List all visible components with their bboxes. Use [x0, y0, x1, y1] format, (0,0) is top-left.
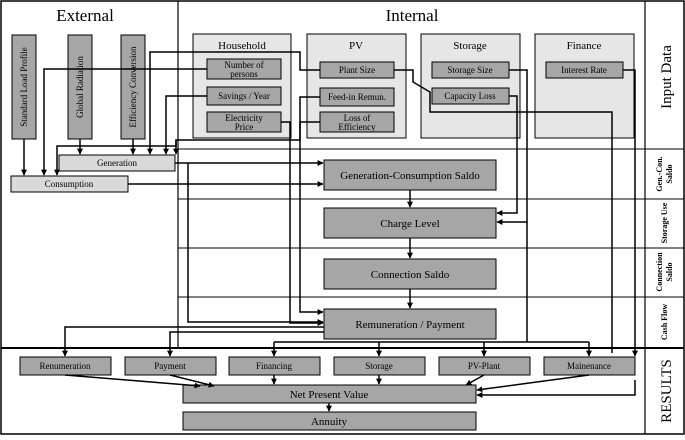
- results-row: Renumeration Payment Financing Storage P…: [19, 356, 636, 431]
- arrow-payment-to-npv: [169, 374, 215, 388]
- pv-title: PV: [349, 40, 363, 52]
- savings-year-label: Savings / Year: [218, 91, 270, 101]
- cash-flow-label: Cash Flow: [660, 304, 669, 340]
- line-external-to-remuneration: [187, 163, 324, 325]
- line-savings-to-external: [163, 95, 207, 155]
- charge-level-box: [323, 207, 497, 239]
- global-radiation-label: Global Radiation: [75, 56, 85, 118]
- result-pv-plant-box: [438, 356, 531, 376]
- external-header: External: [56, 6, 114, 25]
- electricity-price-label-line2: Price: [235, 122, 254, 132]
- capacity-loss-label: Capacity Loss: [444, 91, 496, 101]
- remuneration-payment-text: Remuneration / Payment: [355, 319, 464, 331]
- result-financing-label: Financing: [256, 361, 292, 371]
- household-title: Household: [218, 40, 266, 52]
- generation-label: Generation: [97, 158, 137, 168]
- gen-con-saldo-box: [323, 159, 497, 191]
- results-label: RESULTS: [659, 359, 675, 423]
- storage-title: Storage: [453, 40, 487, 52]
- result-renumeration-label: Renumeration: [40, 361, 91, 371]
- line-persons-to-external: [41, 68, 207, 176]
- feed-in-remun-label: Feed-in Remun.: [328, 92, 386, 102]
- arrow-renumeration-to-npv: [64, 374, 201, 389]
- line-storage-size-to-charge: [496, 69, 528, 225]
- gen-con-saldo-label-line2: Saldo: [665, 164, 674, 183]
- standard-load-profile-label: Standard Load Profile: [19, 47, 29, 126]
- input-data-label: Input Data: [659, 45, 675, 109]
- efficiency-conversion-label: Efficiency Conversion: [128, 46, 138, 128]
- result-pv-plant-label: PV-Plant: [468, 361, 501, 371]
- household-group: Household Number of persons Savings / Ye…: [192, 33, 292, 139]
- number-of-persons-label-line2: persons: [230, 69, 258, 79]
- line-remuneration-to-renumeration: [62, 326, 324, 357]
- result-storage-label: Storage: [365, 361, 393, 371]
- arrow-interest-to-npv: [476, 380, 636, 398]
- remuneration-payment-box: [323, 308, 497, 340]
- pv-group: PV Plant Size Feed-in Remun. Loss of Eff…: [306, 33, 407, 139]
- storage-use-label: Storage Use: [660, 202, 669, 243]
- global-radiation-box: [67, 34, 93, 140]
- line-feedin-to-remuneration: [299, 96, 324, 315]
- connection-saldo-label-line2: Saldo: [665, 262, 674, 281]
- connection-saldo-label-line1: Connection: [655, 252, 664, 292]
- connection-saldo-text: Connection Saldo: [371, 269, 450, 281]
- result-payment-label: Payment: [154, 361, 186, 371]
- gen-con-saldo-text: Generation-Consumption Saldo: [340, 170, 480, 182]
- loss-of-efficiency-label-line1: Loss of: [344, 113, 371, 123]
- result-mainenance-box: [543, 356, 636, 376]
- charge-level-text: Charge Level: [380, 218, 439, 230]
- storage-size-label: Storage Size: [447, 65, 492, 75]
- plant-size-label: Plant Size: [339, 65, 375, 75]
- gen-con-saldo-label-line1: Gen.-Con.: [655, 156, 664, 191]
- annuity-label: Annuity: [311, 416, 348, 428]
- npv-label: Net Present Value: [290, 389, 369, 401]
- arrow-pv-plant-to-npv: [465, 374, 485, 386]
- line-price-to-remuneration: [281, 121, 324, 326]
- internal-header: Internal: [386, 6, 439, 25]
- loss-of-efficiency-label-line2: Efficiency: [338, 122, 376, 132]
- line-loss-efficiency-branch: [54, 140, 177, 176]
- electricity-price-label-line1: Electricity: [225, 113, 263, 123]
- finance-panel: [534, 33, 635, 139]
- storage-panel: [420, 33, 521, 139]
- consumption-label: Consumption: [45, 179, 94, 189]
- storage-group: Storage Storage Size Capacity Loss: [420, 33, 521, 139]
- finance-group: Finance Interest Rate: [534, 33, 635, 139]
- line-plant-size-to-results: [394, 69, 613, 353]
- line-plant-size-to-generation: [147, 51, 320, 155]
- connectors: [21, 51, 638, 412]
- process-steps: Generation-Consumption Saldo Charge Leve…: [323, 159, 497, 340]
- finance-title: Finance: [567, 40, 602, 52]
- number-of-persons-label-line1: Number of: [224, 60, 263, 70]
- result-mainenance-label: Mainenance: [567, 361, 611, 371]
- arrow-mainenance-to-npv: [476, 374, 590, 393]
- line-interest-to-results: [623, 69, 638, 357]
- line-capacity-loss-to-charge: [496, 95, 518, 216]
- line-remuneration-to-payment: [167, 331, 324, 357]
- connection-saldo-box: [323, 258, 497, 290]
- annuity-box: [182, 411, 477, 431]
- interest-rate-label: Interest Rate: [561, 65, 607, 75]
